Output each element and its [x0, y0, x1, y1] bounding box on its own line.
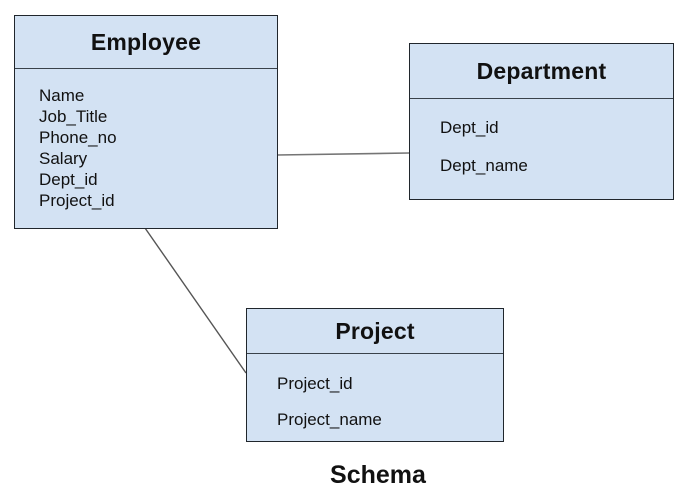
- attribute-item: Dept_id: [39, 170, 98, 189]
- entity-department-title: Department: [410, 44, 673, 99]
- attribute-item: Salary: [39, 149, 88, 168]
- attribute-item: Phone_no: [39, 128, 117, 147]
- attribute-item: Dept_id: [440, 118, 499, 137]
- attribute-item: Project_id: [277, 374, 353, 393]
- attribute-item: Job_Title: [39, 107, 108, 126]
- connector-employee-department: [276, 152, 410, 156]
- diagram-caption: Schema: [330, 461, 426, 489]
- attribute-item: Project_name: [277, 410, 382, 429]
- attribute-item: Name: [39, 86, 85, 105]
- attribute-item: Dept_name: [440, 156, 528, 175]
- entity-employee-title: Employee: [15, 16, 277, 69]
- attribute-item: Project_id: [39, 191, 115, 210]
- connector-employee-project: [144, 227, 247, 374]
- entity-project-title: Project: [247, 309, 503, 354]
